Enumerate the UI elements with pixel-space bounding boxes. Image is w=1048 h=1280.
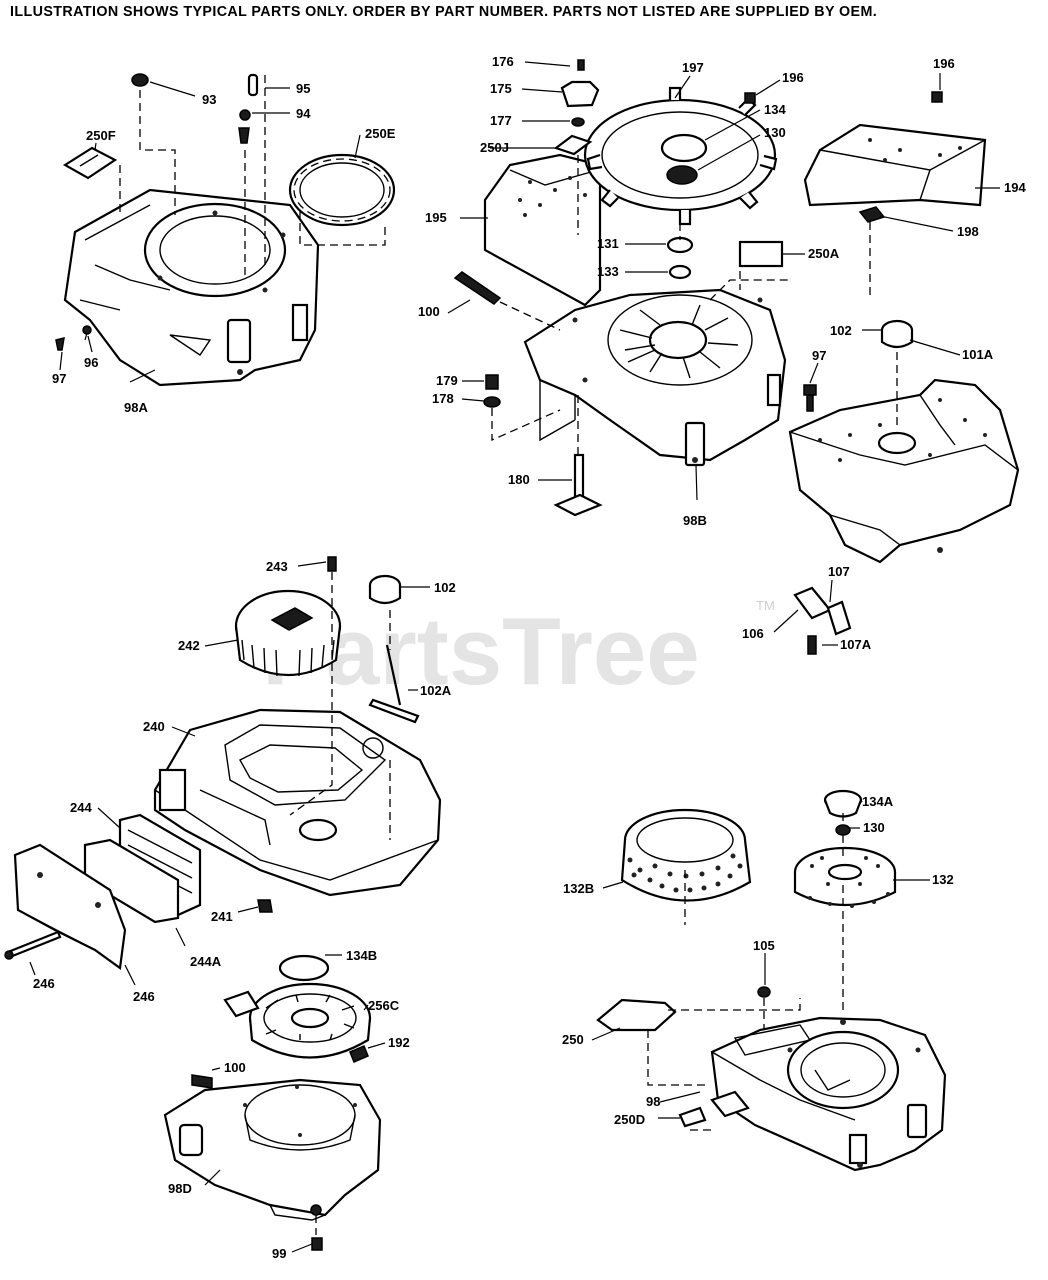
callout-243: 243: [266, 559, 288, 574]
callout-134b: 134B: [346, 948, 377, 963]
callout-95: 95: [296, 81, 310, 96]
callout-105: 105: [753, 938, 775, 953]
callout-196-mid: 196: [782, 70, 804, 85]
callout-178: 178: [432, 391, 454, 406]
callout-94: 94: [296, 106, 311, 121]
blower-housing-98b: [523, 288, 787, 467]
callout-250j: 250J: [480, 140, 509, 155]
watermark-tm: TM: [756, 598, 775, 613]
air-cleaner-cover-246: [13, 843, 127, 970]
callout-132: 132: [932, 872, 954, 887]
callout-97-left: 97: [52, 371, 66, 386]
callout-244: 244: [70, 800, 92, 815]
callout-102-mid: 102: [434, 580, 456, 595]
callout-176: 176: [492, 54, 514, 69]
callout-180: 180: [508, 472, 530, 487]
blower-housing-98: [710, 1016, 947, 1172]
fuel-cap-102-mid: [368, 574, 402, 605]
callout-98: 98: [646, 1094, 660, 1109]
bolt-97-right: [803, 384, 817, 412]
blower-housing-98a: [63, 188, 320, 387]
callout-133: 133: [597, 264, 619, 279]
callout-99: 99: [272, 1246, 286, 1261]
callout-197: 197: [682, 60, 704, 75]
callout-241: 241: [211, 909, 233, 924]
callout-106: 106: [742, 626, 764, 641]
clip-241: [257, 899, 273, 913]
callout-195: 195: [425, 210, 447, 225]
screen-132: [793, 846, 897, 908]
clip-105: [757, 986, 771, 998]
callout-250d: 250D: [614, 1112, 645, 1127]
callout-250e: 250E: [365, 126, 396, 141]
fuel-tank-shroud-195: [483, 153, 602, 307]
callout-98b: 98B: [683, 513, 707, 528]
rewind-starter-256c: [223, 982, 372, 1059]
callout-134: 134: [764, 102, 786, 117]
callout-130-top: 130: [764, 125, 786, 140]
callout-93: 93: [202, 92, 216, 107]
callout-250a: 250A: [808, 246, 840, 261]
callout-177: 177: [490, 113, 512, 128]
decal-250f: [62, 146, 118, 180]
decal-250: [596, 998, 677, 1032]
callout-240: 240: [143, 719, 165, 734]
callout-96: 96: [84, 355, 98, 370]
callout-130-bot: 130: [863, 820, 885, 835]
callout-100-top: 100: [418, 304, 440, 319]
callout-131: 131: [597, 236, 619, 251]
screw-246: [4, 930, 62, 960]
wing-nut-243: [327, 556, 337, 572]
diagram-header: ILLUSTRATION SHOWS TYPICAL PARTS ONLY. O…: [10, 4, 878, 20]
callout-98d: 98D: [168, 1181, 192, 1196]
nut-washer-stack: [553, 59, 943, 280]
decal-250d: [678, 1090, 750, 1128]
callout-246-b: 246: [133, 989, 155, 1004]
callout-196-right: 196: [933, 56, 955, 71]
callout-198: 198: [957, 224, 979, 239]
hub-cap-134b: [278, 954, 330, 982]
callout-97-right: 97: [812, 348, 826, 363]
dipstick-102a: [368, 644, 420, 724]
callout-256c: 256C: [368, 998, 400, 1013]
callout-242: 242: [178, 638, 200, 653]
bracket-106-107: [793, 586, 852, 655]
callout-100-bot: 100: [224, 1060, 246, 1075]
callout-107: 107: [828, 564, 850, 579]
callout-246-a: 246: [33, 976, 55, 991]
callout-107a: 107A: [840, 637, 872, 652]
callout-194: 194: [1004, 180, 1026, 195]
callout-101a: 101A: [962, 347, 994, 362]
bolt-99: [311, 1237, 323, 1251]
air-filter-ring-250e: [288, 153, 396, 227]
callout-250f: 250F: [86, 128, 116, 143]
screw-192: [349, 1045, 369, 1063]
callout-132b: 132B: [563, 881, 594, 896]
grass-screen-132b: [620, 808, 752, 902]
fuel-cap-102-top: [880, 319, 914, 349]
callout-179: 179: [436, 373, 458, 388]
callout-102-top: 102: [830, 323, 852, 338]
callout-134a: 134A: [862, 794, 894, 809]
callout-192: 192: [388, 1035, 410, 1050]
air-cleaner-cover-242: [234, 589, 342, 677]
blower-housing-98d: [163, 1078, 382, 1221]
small-parts-93-94-95: [55, 73, 259, 351]
screw-100-bottom: [191, 1074, 213, 1089]
rotating-screen-197: [583, 86, 778, 226]
small-parts-100-178-179-180: [453, 271, 603, 517]
fuel-tank-101a: [788, 378, 1020, 564]
callout-98a: 98A: [124, 400, 148, 415]
callout-175: 175: [490, 81, 512, 96]
debris-screen-194: [803, 123, 987, 223]
callout-102a: 102A: [420, 683, 452, 698]
decal-250a: [738, 240, 784, 268]
callout-250: 250: [562, 1032, 584, 1047]
air-cleaner-body-240: [153, 708, 442, 897]
callout-244a: 244A: [190, 954, 222, 969]
